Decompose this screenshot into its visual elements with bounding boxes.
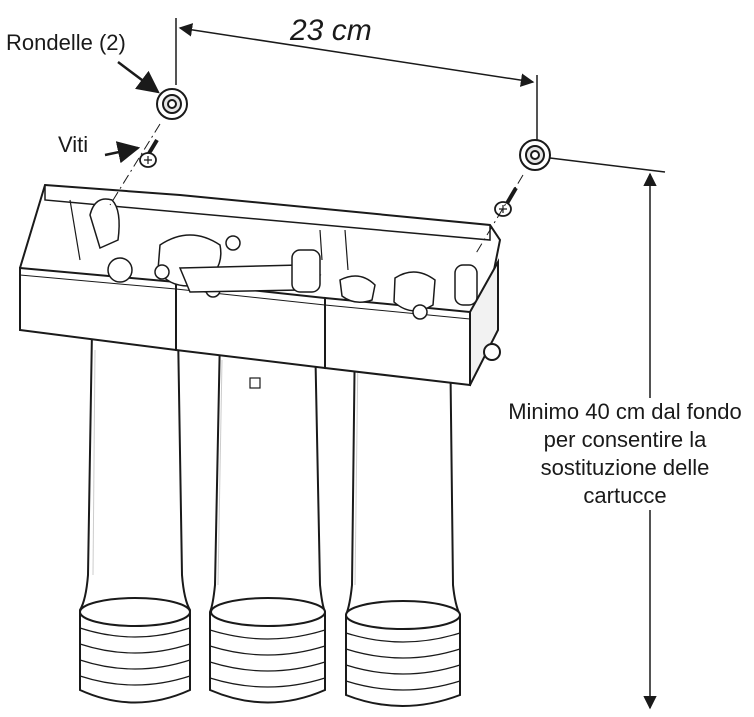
screws — [139, 138, 518, 217]
cartridge-right — [345, 329, 461, 707]
cartridge-middle — [209, 334, 326, 704]
cartridge-left — [79, 329, 191, 704]
washer-pointer-arrow — [117, 61, 160, 94]
filter-cartridges — [79, 329, 461, 707]
washer-left-icon — [156, 88, 188, 120]
washers-label: Rondelle (2) — [6, 30, 126, 55]
screw-left-icon — [139, 138, 159, 168]
washer-right-icon — [519, 139, 551, 171]
clearance-note: Minimo 40 cm dal fondo per consentire la… — [500, 398, 750, 510]
internal-fittings — [69, 198, 478, 320]
front-panels — [19, 266, 471, 387]
mounting-head — [18, 183, 502, 387]
screws-label: Viti — [58, 132, 89, 157]
width-dimension-line — [178, 23, 535, 87]
screw-right-icon — [494, 186, 518, 217]
width-dimension — [175, 18, 538, 140]
clearance-extension-top — [549, 157, 666, 173]
screw-pointer-arrow — [104, 141, 141, 164]
washers — [156, 88, 551, 171]
leader-arrows — [104, 61, 160, 164]
screw-center-lines — [109, 123, 524, 256]
width-dimension-label: 23 cm — [290, 14, 372, 47]
